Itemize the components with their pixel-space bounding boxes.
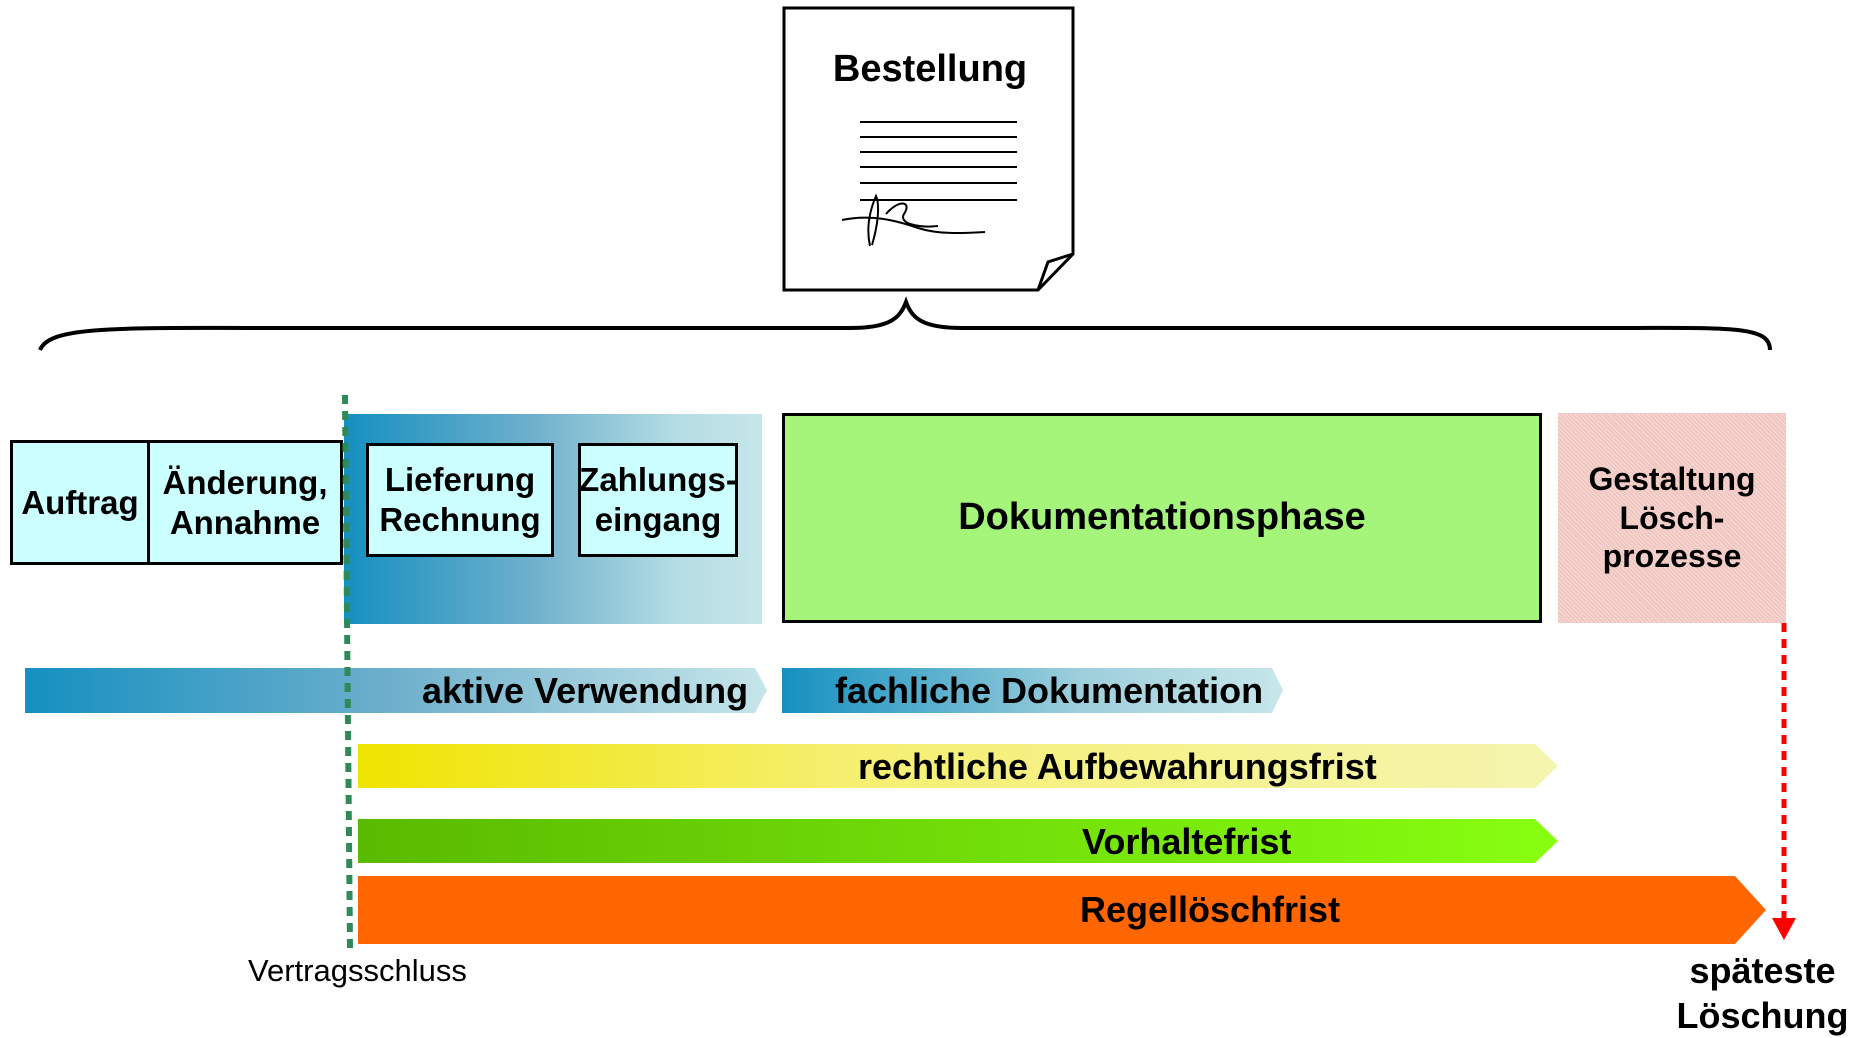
label-vorhaltefrist: Vorhaltefrist [1082,821,1292,862]
label-spaeteste-loeschung: späteste Löschung [1676,950,1849,1036]
label-aktive-verwendung: aktive Verwendung [422,670,749,711]
phase-aenderung-annahme: Änderung, Annahme [147,440,343,565]
deletion-arrowhead [1772,918,1796,940]
arrow-regelloeschfrist [358,876,1766,944]
arrow-aktive-verwendung [25,668,767,713]
phase-dokumentation: Dokumentationsphase [782,413,1542,623]
phase-zahlungseingang: Zahlungs- eingang [578,443,738,557]
label-regelloeschfrist: Regellöschfrist [1080,889,1341,930]
label-vertragsschluss: Vertragsschluss [248,953,467,988]
contract-line [342,394,353,949]
label-fachliche-dokumentation: fachliche Dokumentation [835,670,1264,711]
arrow-rechtliche-aufbewahrungsfrist [358,744,1558,788]
phase-lieferung-rechnung: Lieferung Rechnung [366,443,554,557]
label-rechtliche-aufbewahrungsfrist: rechtliche Aufbewahrungsfrist [858,746,1377,787]
document-title: Bestellung [832,48,1028,90]
arrow-fachliche-dokumentation [782,668,1283,713]
phase-gestaltung-loeschprozesse: Gestaltung Lösch- prozesse [1558,413,1786,623]
arrow-vorhaltefrist [358,819,1558,863]
